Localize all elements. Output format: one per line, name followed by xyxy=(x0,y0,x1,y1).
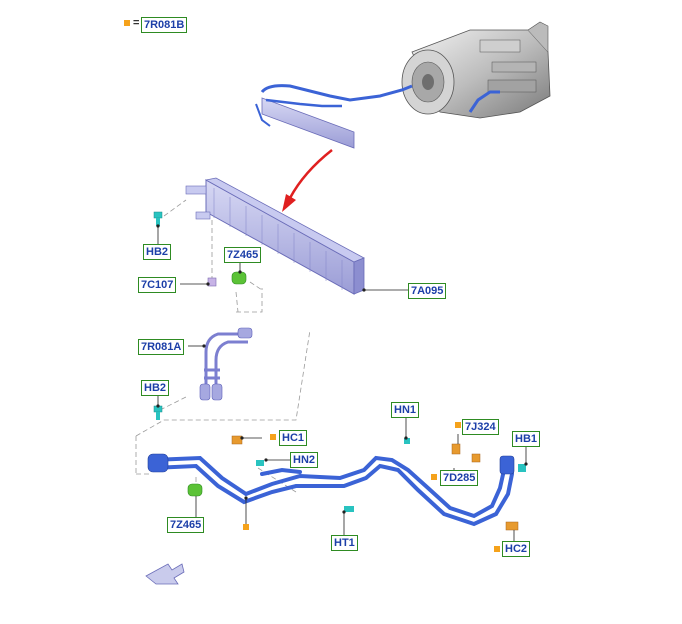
callout-hc1: HC1 xyxy=(279,430,308,446)
callout-7z465-bottom: 7Z465 xyxy=(167,517,205,533)
clip-icon xyxy=(187,271,247,497)
fitting-icon xyxy=(231,435,519,531)
callout-hb1: HB1 xyxy=(512,431,541,447)
callout-7a095: 7A095 xyxy=(408,283,447,299)
cooler-line-assembly xyxy=(150,455,514,527)
callout-hb2-top: HB2 xyxy=(143,244,172,260)
callout-7r081a: 7R081A xyxy=(138,339,185,355)
direction-arrow-icon xyxy=(145,563,185,585)
marker-7j324 xyxy=(455,422,461,428)
bolt-icon xyxy=(153,211,526,512)
marker-hc2 xyxy=(494,546,500,552)
assembly-arrow xyxy=(282,149,333,212)
cooler-preview xyxy=(255,84,500,149)
callout-hb2-bottom: HB2 xyxy=(141,380,170,396)
transmission-icon xyxy=(401,21,551,119)
legend-label: 7R081B xyxy=(141,17,188,33)
leader-dots xyxy=(156,224,528,514)
marker-hc1 xyxy=(270,434,276,440)
marker-7d285 xyxy=(431,474,437,480)
legend-equals: = xyxy=(133,17,140,29)
callout-hc2: HC2 xyxy=(502,541,531,557)
callout-7z465-top: 7Z465 xyxy=(224,247,262,263)
line-hose-ends xyxy=(147,453,515,475)
clamp-icon xyxy=(207,277,217,287)
connector-tube-assembly xyxy=(204,332,248,396)
callout-hn2: HN2 xyxy=(290,452,319,468)
legend-marker xyxy=(124,20,130,26)
callout-hn1: HN1 xyxy=(391,402,420,418)
leader-lines xyxy=(135,199,311,493)
cooler-icon xyxy=(185,177,365,295)
callout-ht1: HT1 xyxy=(331,535,358,551)
connector-tube-ends xyxy=(199,327,253,401)
marker-7r081b xyxy=(243,524,249,530)
callout-7c107: 7C107 xyxy=(138,277,177,293)
callout-7j324: 7J324 xyxy=(462,419,499,435)
callout-leaders xyxy=(157,226,527,542)
callout-7d285: 7D285 xyxy=(440,470,479,486)
